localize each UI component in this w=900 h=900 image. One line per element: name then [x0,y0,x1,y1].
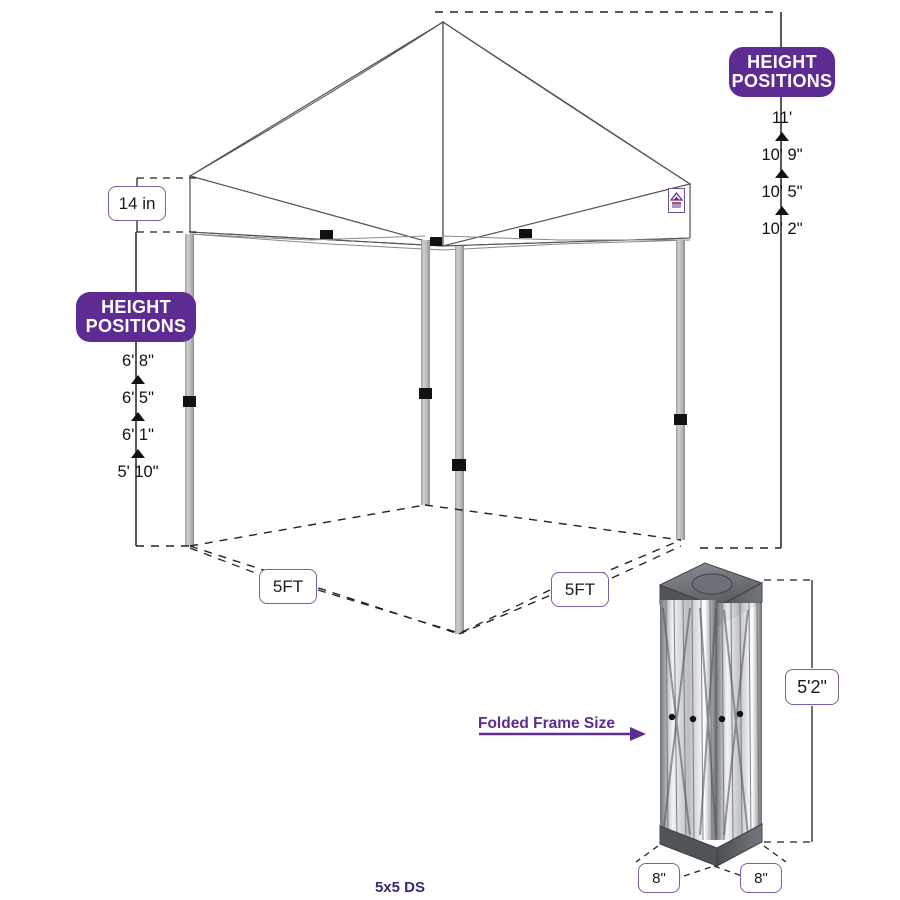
leg-front-center [452,246,466,634]
height-positions-badge-left: HEIGHT POSITIONS [76,292,196,342]
brand-logo-icon [668,188,685,213]
left-height-arrow-1 [131,412,145,421]
folded-width-left-dimension-box: 8" [638,863,680,893]
footprint-left-dimension-box: 5FT [259,569,317,604]
folded-frame-dimension-lines [635,579,813,877]
valance-height-dimension-box: 14 in [108,186,166,221]
height-positions-title-line2-left: POSITIONS [85,316,187,336]
canopy-roof-ridges [189,21,691,246]
eave-connector-blocks [320,229,532,246]
frame-tubes [660,599,762,841]
leg-rear-center [419,240,432,505]
right-height-arrow-2 [775,206,789,215]
left-height-value-0: 6' 8" [122,352,154,370]
footprint-dimension-connectors [189,545,682,633]
height-positions-badge-right: HEIGHT POSITIONS [729,47,835,97]
height-positions-title-line2-right: POSITIONS [731,71,833,91]
leg-front-left [183,234,196,546]
right-height-arrow-0 [775,132,789,141]
folded-frame-size-label: Folded Frame Size [478,715,615,732]
leg-front-right [674,240,687,540]
frame-bottom-cap [659,823,763,867]
left-height-dimension-line [135,232,190,547]
folded-frame-bundle [658,562,764,867]
left-height-value-1: 6' 5" [122,389,154,407]
diagram-caption: 5x5 DS [374,879,426,896]
canopy-eave-bars [189,233,691,251]
left-height-arrow-0 [131,375,145,384]
left-height-arrow-2 [131,449,145,458]
right-height-arrow-1 [775,169,789,178]
brand-logo-glyph [670,191,683,208]
right-height-value-3: 10' 2" [761,220,803,238]
folded-height-dimension-box: 5'2" [785,669,839,705]
right-height-value-2: 10' 5" [761,183,803,201]
right-height-value-1: 10' 9" [761,146,803,164]
height-positions-title-line1-right: HEIGHT [747,52,817,73]
folded-width-right-dimension-box: 8" [740,863,782,893]
left-height-value-2: 6' 1" [122,426,154,444]
canopy-valance [189,175,691,247]
right-height-value-0: 11' [771,109,793,127]
folded-frame-arrow [479,727,646,741]
height-positions-title-line1-left: HEIGHT [101,297,171,318]
footprint-right-dimension-box: 5FT [551,572,609,607]
left-height-value-3: 5' 10" [117,463,159,481]
